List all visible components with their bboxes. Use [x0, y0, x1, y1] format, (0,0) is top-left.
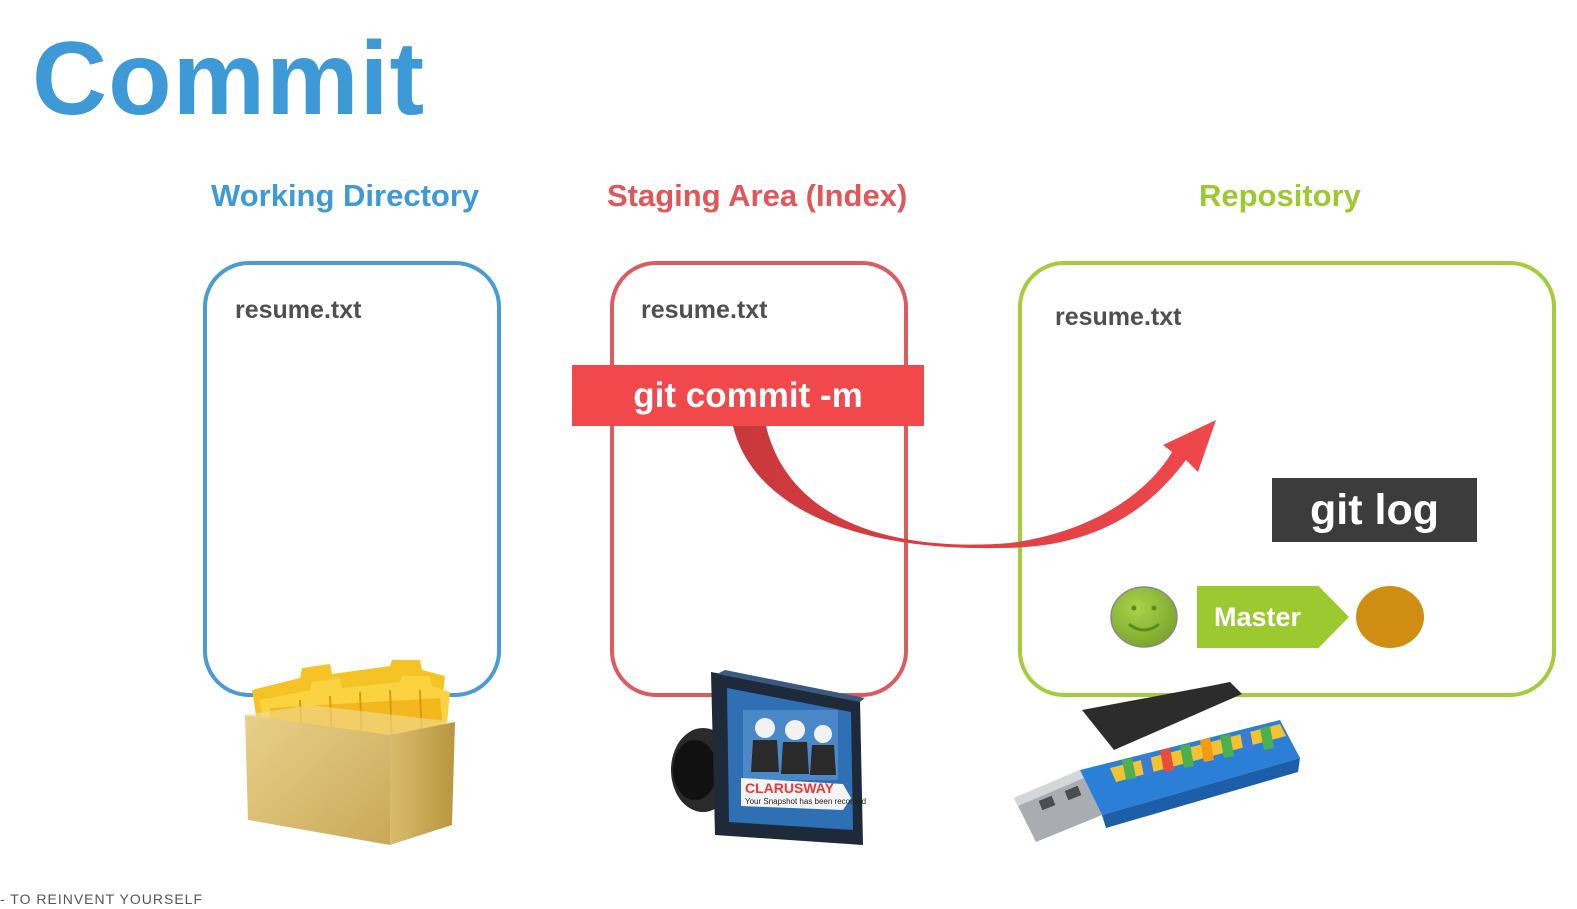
- staging-area-heading: Staging Area (Index): [607, 178, 908, 213]
- camera-brand-label: CLARUSWAY: [745, 780, 835, 796]
- working-directory-heading: Working Directory: [211, 178, 480, 213]
- working-directory-panel: [203, 261, 501, 697]
- folder-box-icon: [245, 660, 455, 845]
- repository-file-label: resume.txt: [1055, 303, 1182, 331]
- commit-node-icon: [1356, 586, 1424, 648]
- usb-drive-icon: [1014, 682, 1300, 842]
- master-branch-tag: Master: [1197, 586, 1349, 648]
- git-commit-command-banner: git commit -m: [572, 365, 924, 426]
- git-log-command-banner: git log: [1272, 478, 1477, 542]
- repository-heading: Repository: [1199, 178, 1361, 213]
- staging-file-label: resume.txt: [641, 296, 768, 324]
- camera-subtitle-label: Your Snapshot has been recorded: [745, 797, 866, 806]
- working-file-label: resume.txt: [235, 296, 362, 324]
- slide-title: Commit: [32, 21, 426, 137]
- footer-text: - TO REINVENT YOURSELF: [0, 891, 204, 907]
- smiley-icon: [1110, 586, 1178, 648]
- camera-icon: CLARUSWAY Your Snapshot has been recorde…: [671, 670, 866, 845]
